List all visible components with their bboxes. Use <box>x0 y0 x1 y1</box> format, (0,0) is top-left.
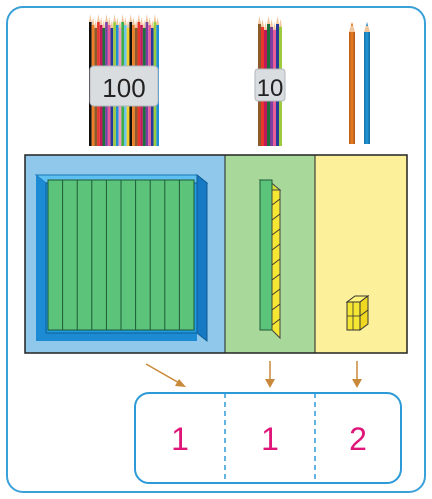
bundle-band <box>254 68 286 102</box>
pencil-tip <box>105 14 108 22</box>
bundle-band <box>89 65 159 107</box>
pencil-tip <box>107 17 111 25</box>
mat-border <box>24 154 408 354</box>
unit-cube-icon <box>345 295 370 331</box>
rod-segment-line <box>271 258 281 266</box>
pencil-tip <box>102 20 106 28</box>
pencil-tip <box>273 22 276 30</box>
pencil-tip <box>97 14 100 22</box>
pencil-tip <box>89 14 92 22</box>
pencil-tip <box>94 20 98 28</box>
pencil-tip <box>279 19 282 27</box>
pencil-tip <box>110 20 114 28</box>
rod-segment-line <box>271 303 281 311</box>
ten-pencil-bundle: 10 <box>254 16 286 146</box>
rod-segment-line <box>271 243 281 251</box>
ones-digit: 2 <box>349 421 367 457</box>
pencil-tip <box>134 20 138 28</box>
down-arrow-icon <box>352 361 362 388</box>
pencil-tip <box>91 17 95 25</box>
pencil-tip <box>145 14 149 22</box>
pencil-tip <box>150 20 154 28</box>
pencil-tip <box>99 17 103 25</box>
rod-segment-line <box>271 228 281 236</box>
hundred-flat-icon <box>34 173 209 343</box>
rod-segment-line <box>271 213 281 221</box>
pencil-tip <box>148 17 151 25</box>
pencil-tip <box>113 14 116 22</box>
pencil-tip <box>267 16 270 24</box>
pencil-tip <box>261 19 264 27</box>
pencil-tip <box>115 17 119 25</box>
rod-segment-line <box>271 318 281 326</box>
pencil-tip <box>124 17 127 25</box>
rod-segment-line <box>271 288 281 296</box>
down-arrow-icon <box>265 361 275 388</box>
rod-segment-line <box>271 198 281 206</box>
tens-digit: 1 <box>261 421 279 457</box>
digit-boxes: 1 1 2 <box>134 392 402 484</box>
pencil-icon <box>364 22 370 144</box>
pencil-tip <box>140 17 143 25</box>
pencil-tip <box>270 19 273 27</box>
ten-rod-icon <box>258 179 282 340</box>
single-pencils <box>349 22 370 144</box>
bundle-label-100: 100 <box>102 73 145 103</box>
pencil-tip <box>153 14 157 22</box>
pencil-tip <box>121 14 124 22</box>
pencil-tip <box>258 16 261 24</box>
pencil-tip <box>264 22 267 30</box>
pencil-tip <box>142 20 146 28</box>
hundreds-digit: 1 <box>171 421 189 457</box>
pencil-tip <box>156 17 159 25</box>
pencil-tip <box>126 20 130 28</box>
bundle-label-10: 10 <box>257 75 284 102</box>
hundred-pencil-bundle: 100 <box>89 14 159 146</box>
pencil-icon <box>349 22 355 144</box>
pencil-tip <box>132 17 135 25</box>
down-arrow-icon <box>145 363 186 387</box>
rod-segment-line <box>271 273 281 281</box>
digit-box-frame <box>134 392 402 484</box>
pencil-tip <box>276 16 279 24</box>
pencil-tip <box>118 20 122 28</box>
pencil-tip <box>129 14 133 22</box>
pencil-tip <box>137 14 141 22</box>
